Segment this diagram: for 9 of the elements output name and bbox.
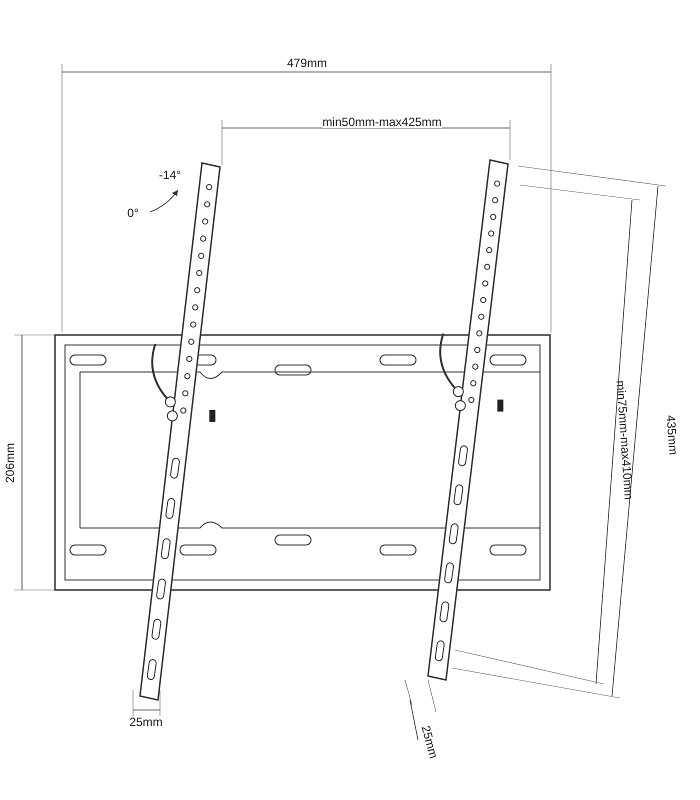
dimension-label: 435mm [664,414,680,456]
dimension-label: 206mm [4,443,16,483]
dimension-label: 479mm [286,57,327,69]
dimension-label: min75mm-max410mm [614,380,636,500]
dimension-label: 25mm [420,724,440,760]
dimension-label: min50mm-max425mm [322,116,442,128]
angle-label: -14° [158,169,182,181]
angle-label: 0° [127,207,139,219]
dimension-label: 25mm [129,716,163,728]
